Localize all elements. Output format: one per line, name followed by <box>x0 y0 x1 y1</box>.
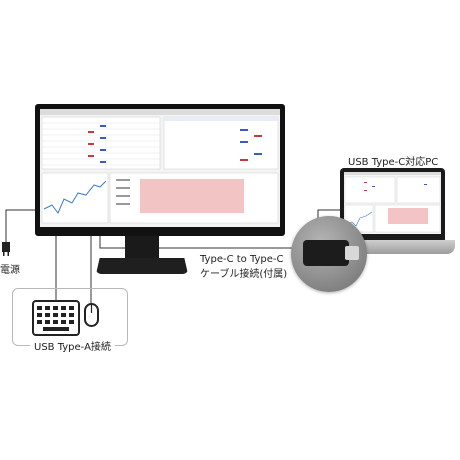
monitor-screen <box>40 109 280 227</box>
usb-c-cable <box>99 236 295 249</box>
cable-label-line2: ケーブル接続(付属) <box>200 269 288 280</box>
power-cord <box>5 209 36 242</box>
usbc-pc-label: USB Type-C対応PC <box>348 157 439 168</box>
monitor-screen-content <box>40 109 280 224</box>
cable-label: Type-C to Type-C ケーブル接続(付属) <box>200 252 287 282</box>
monitor-brand-mark <box>35 228 285 236</box>
keyboard-icon <box>32 300 80 336</box>
usb-c-plug-tip <box>345 246 359 260</box>
laptop-screen <box>344 172 441 234</box>
usb-c-plug-icon <box>291 216 367 292</box>
mouse-icon <box>84 303 99 327</box>
monitor-stand-base <box>96 258 188 274</box>
usb-c-plug-body <box>303 240 349 266</box>
mouse-divider <box>90 305 93 313</box>
power-label: 電源 <box>0 265 20 276</box>
cable-label-line1: Type-C to Type-C <box>200 254 284 265</box>
power-plug-icon <box>2 242 10 256</box>
keyboard-keys <box>37 306 74 331</box>
usba-label: USB Type-A接続 <box>30 338 115 353</box>
monitor-stand-neck <box>125 236 159 262</box>
laptop-screen-content <box>344 172 441 233</box>
